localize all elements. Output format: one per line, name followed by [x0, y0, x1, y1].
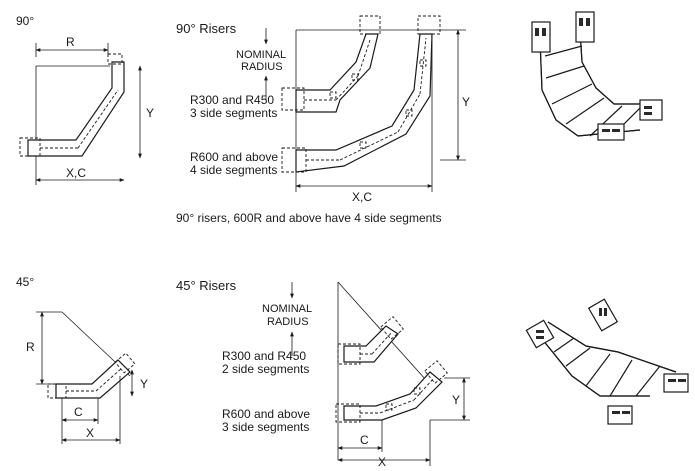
section-90-risers: 90° Risers NOMINAL RADIUS R300 and R450 …: [176, 15, 470, 225]
corner-label-90: 90°: [16, 14, 34, 28]
riser-90-small: [295, 33, 379, 113]
nominal-label-top-1: NOMINAL: [236, 49, 286, 61]
dim-label-y-90a: Y: [146, 106, 154, 120]
dim-label-xc-90a: X,C: [66, 166, 86, 180]
dim-label-r-45: R: [26, 340, 35, 354]
dim-label-c-45a: C: [74, 405, 83, 419]
group-45-large-line2: 3 side segments: [222, 420, 309, 434]
dim-label-c-45b: C: [360, 433, 369, 447]
title-90-risers: 90° Risers: [176, 21, 237, 36]
dim-label-y-45a: Y: [140, 377, 148, 391]
group-90-large-line1: R600 and above: [190, 150, 278, 164]
group-45-small-line2: 2 side segments: [222, 362, 309, 376]
riser-illustration-45: [525, 298, 689, 425]
nominal-label-bottom-2: RADIUS: [267, 316, 309, 328]
dim-label-y-90b: Y: [462, 95, 470, 109]
corner-label-45: 45°: [16, 275, 34, 289]
riser-illustration-90: [531, 11, 663, 141]
group-90-large-line2: 4 side segments: [190, 163, 277, 177]
riser-45-large: [343, 371, 443, 421]
dim-label-y-45b: Y: [452, 393, 460, 407]
dim-label-r: R: [66, 35, 75, 49]
nominal-label-bottom-1: NOMINAL: [262, 303, 312, 315]
dim-label-xc-90b: X,C: [352, 190, 372, 204]
riser-body-90-small: [27, 61, 125, 157]
group-90-small-line1: R300 and R450: [190, 93, 274, 107]
title-45-risers: 45° Risers: [176, 278, 237, 293]
group-45-large-line1: R600 and above: [222, 407, 310, 421]
schematic-45: 45° R Y C X: [16, 275, 148, 444]
riser-45-small: [343, 325, 399, 363]
section-45-risers: 45° Risers NOMINAL RADIUS R300 and R450 …: [176, 278, 470, 469]
group-45-small-line1: R300 and R450: [222, 349, 306, 363]
caption-90: 90° risers, 600R and above have 4 side s…: [176, 211, 442, 225]
dim-label-x-45a: X: [86, 426, 94, 440]
schematic-90: 90° R Y X,C: [16, 14, 154, 185]
riser-45-schematic: [55, 359, 131, 399]
group-90-small-line2: 3 side segments: [190, 106, 277, 120]
dim-label-x-45b: X: [378, 455, 386, 469]
nominal-label-top-2: RADIUS: [241, 61, 283, 73]
